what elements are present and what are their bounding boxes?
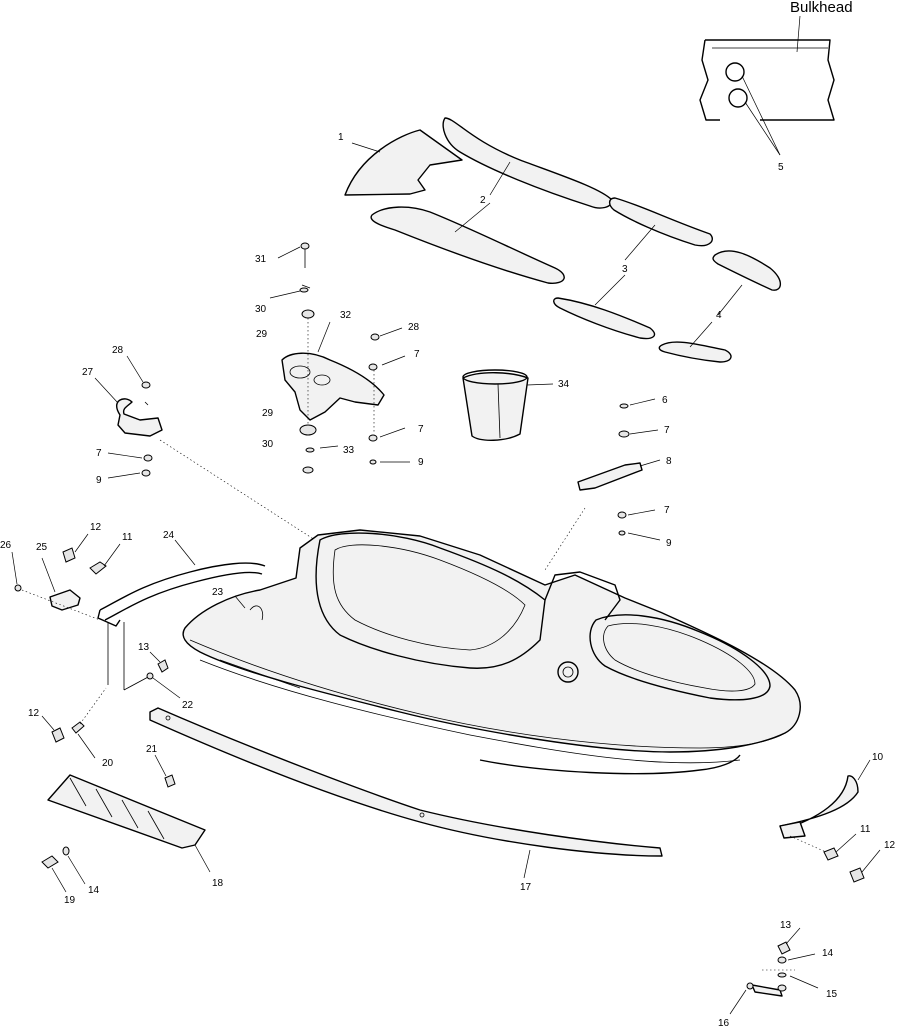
callout-2: 2 — [480, 195, 486, 206]
bulkhead-inset — [699, 15, 835, 156]
callout-7e: 7 — [664, 505, 670, 516]
hull-body — [182, 529, 801, 775]
deck-mats — [344, 117, 782, 363]
callout-12b: 12 — [28, 708, 40, 719]
stern-bumper-assembly — [779, 759, 881, 883]
mat-part-3a — [608, 197, 713, 247]
callout-7a: 7 — [414, 349, 420, 360]
callout-18: 18 — [212, 878, 224, 889]
callout-9a: 9 — [418, 457, 424, 468]
mat-part-4b — [658, 341, 732, 363]
callout-23: 23 — [212, 587, 224, 598]
cup-holder-34 — [462, 369, 554, 441]
callout-30a: 30 — [255, 304, 267, 315]
bulkhead-label: Bulkhead — [790, 0, 853, 16]
callout-15: 15 — [826, 989, 838, 1000]
callout-13b: 13 — [780, 920, 792, 931]
screw-21 — [154, 754, 176, 788]
hook-assembly — [94, 355, 316, 541]
callout-29b: 29 — [262, 408, 274, 419]
callout-6: 6 — [662, 395, 668, 406]
callout-10: 10 — [872, 752, 884, 763]
callout-34: 34 — [558, 379, 570, 390]
callout-5: 5 — [778, 162, 784, 173]
mat-part-4a — [712, 250, 782, 291]
mat-part-3b — [553, 297, 656, 340]
callout-25: 25 — [36, 542, 48, 553]
callout-31: 31 — [255, 254, 267, 265]
hose-assembly — [97, 539, 266, 627]
callout-12a: 12 — [90, 522, 102, 533]
intake-grate-18 — [41, 774, 211, 893]
callout-20: 20 — [102, 758, 114, 769]
rub-rail-17 — [149, 707, 663, 879]
callout-9c: 9 — [666, 538, 672, 549]
callout-7c: 7 — [96, 448, 102, 459]
callout-33: 33 — [343, 445, 355, 456]
bottom-right-hardware — [729, 927, 819, 1015]
callout-17: 17 — [520, 882, 532, 893]
callout-27: 27 — [82, 367, 94, 378]
callout-3: 3 — [622, 264, 628, 275]
callout-24: 24 — [163, 530, 175, 541]
callout-29a: 29 — [256, 329, 268, 340]
hook-part-27 — [115, 398, 163, 437]
callout-9b: 9 — [96, 475, 102, 486]
callout-14a: 14 — [88, 885, 100, 896]
mat-part-1 — [344, 129, 463, 196]
mat-part-2b — [370, 206, 565, 284]
callout-21: 21 — [146, 744, 158, 755]
left-bracket-hardware — [11, 533, 181, 759]
callout-30b: 30 — [262, 439, 274, 450]
seat-latch-assembly — [269, 242, 410, 474]
callout-11a: 11 — [122, 532, 133, 543]
callout-13a: 13 — [138, 642, 150, 653]
callout-7b: 7 — [418, 424, 424, 435]
handle-part-8 — [577, 462, 643, 491]
callout-19: 19 — [64, 895, 76, 906]
callout-11b: 11 — [860, 824, 871, 835]
callout-8: 8 — [666, 456, 672, 467]
callout-32: 32 — [340, 310, 352, 321]
callout-14b: 14 — [822, 948, 834, 959]
callout-1: 1 — [338, 132, 344, 143]
callout-28a: 28 — [408, 322, 420, 333]
mat-part-2a — [442, 117, 613, 209]
callout-28b: 28 — [112, 345, 124, 356]
callout-22: 22 — [182, 700, 194, 711]
callout-4: 4 — [716, 310, 722, 321]
bracket-part-25 — [49, 589, 81, 611]
callout-7d: 7 — [664, 425, 670, 436]
latch-bracket-32 — [281, 352, 385, 421]
callout-16: 16 — [718, 1018, 730, 1028]
grab-handle-assembly — [544, 398, 661, 571]
callout-12c: 12 — [884, 840, 896, 851]
callout-26: 26 — [0, 540, 12, 551]
